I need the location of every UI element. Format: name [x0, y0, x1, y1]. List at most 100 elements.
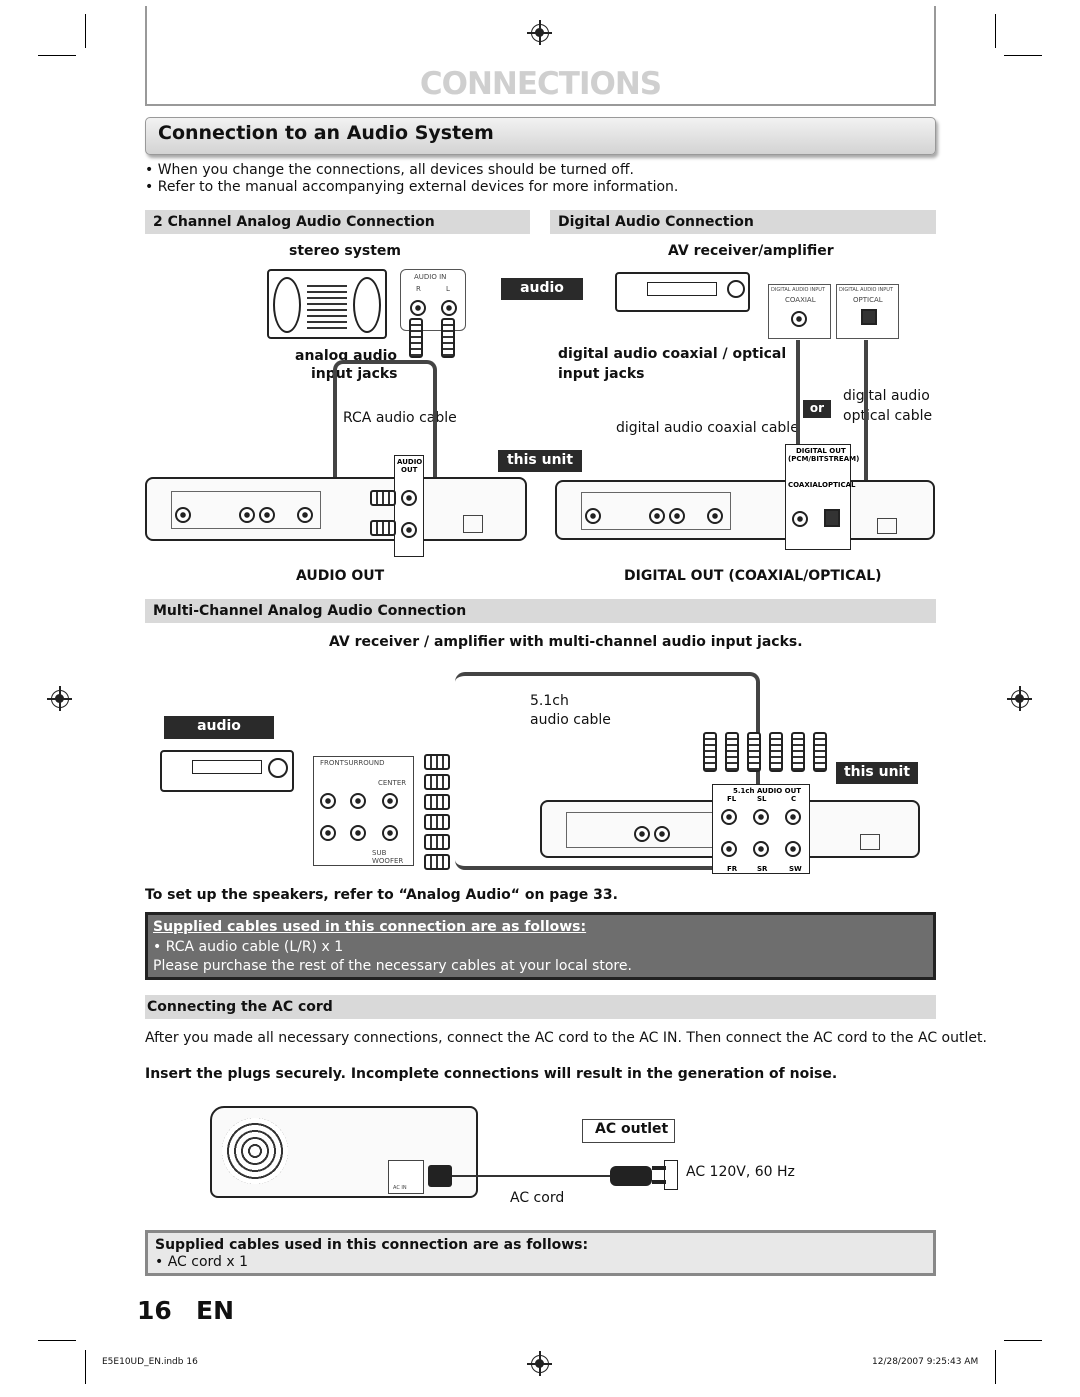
jack-icon: [401, 490, 417, 506]
rca-plug-icon: [703, 732, 717, 772]
digital-input-label: digital audio coaxial / optical: [558, 346, 787, 362]
out-title: 5.1ch AUDIO OUT: [733, 787, 802, 795]
ac-heading: Connecting the AC cord: [147, 999, 333, 1015]
this-unit-rear-panel: [555, 480, 935, 540]
bullet-item: • Refer to the manual accompanying exter…: [145, 179, 679, 195]
jack-icon: [175, 507, 191, 523]
crop-mark: [38, 55, 76, 56]
rca-plug-icon: [725, 732, 739, 772]
section-title: Connection to an Audio System: [158, 122, 494, 144]
ac-in-socket-icon: [877, 518, 897, 534]
optical-cable-label: optical cable: [843, 408, 933, 424]
jack-icon: [320, 825, 336, 841]
ac-outlet-box: [582, 1119, 675, 1143]
footer-file: E5E10UD_EN.indb 16: [102, 1357, 198, 1367]
digital-out-label: DIGITAL OUT (COAXIAL/OPTICAL): [624, 568, 882, 584]
multich-out-panel: 5.1ch AUDIO OUT FL SL C FR SR SW: [712, 784, 810, 874]
outlet-icon: [664, 1160, 678, 1190]
rca-plug-icon: [791, 732, 805, 772]
jack-icon: [785, 809, 801, 825]
audio-out-label: AUDIO OUT: [296, 568, 385, 584]
header-frame: [145, 6, 936, 106]
coaxial-input-panel: DIGITAL AUDIO INPUT COAXIAL: [768, 284, 831, 339]
speaker-setup-note: To set up the speakers, refer to “Analog…: [145, 887, 618, 903]
multich-input-panel: FRONT SURROUND CENTER SUB WOOFER: [313, 756, 414, 866]
jack-icon: [753, 809, 769, 825]
registration-mark-icon: [47, 686, 72, 711]
jack-icon: [401, 522, 417, 538]
rca-plug-icon: [424, 774, 450, 790]
rca-plug-icon: [769, 732, 783, 772]
supplied-cables-heading: Supplied cables used in this connection …: [155, 1237, 589, 1253]
av-receiver-label: AV receiver/amplifier: [668, 243, 834, 259]
fl-label: FL: [727, 795, 737, 803]
section-title-bar: [145, 117, 936, 155]
digital-input-label: input jacks: [558, 366, 645, 382]
jack-icon: [382, 793, 398, 809]
optical-input-panel: DIGITAL AUDIO INPUT OPTICAL: [836, 284, 899, 339]
bullet-item: • When you change the connections, all d…: [145, 162, 634, 178]
jack-icon: [350, 793, 366, 809]
supplied-cable-item: • AC cord x 1: [155, 1254, 249, 1270]
jack-icon: [441, 300, 457, 316]
jack-icon: [654, 826, 670, 842]
coaxial-jack-label: COAXIAL: [788, 481, 823, 489]
multich-subtitle: AV receiver / amplifier with multi-chann…: [329, 634, 803, 650]
multich-heading: Multi-Channel Analog Audio Connection: [153, 603, 467, 619]
audio-label: AUDIO: [397, 458, 423, 466]
jack-icon: [297, 507, 313, 523]
jack-icon: [382, 825, 398, 841]
crop-mark: [38, 1340, 76, 1341]
pcm-label: (PCM/BITSTREAM): [788, 455, 860, 463]
supplied-cables-box: [145, 912, 936, 980]
page-title: CONNECTIONS: [419, 66, 662, 102]
rca-plug-icon: [370, 520, 396, 536]
rca-plug-icon: [370, 490, 396, 506]
jack-icon: [785, 841, 801, 857]
jack-icon: [350, 825, 366, 841]
digital-out-label: DIGITAL OUT: [796, 447, 846, 455]
multich-heading-bar: [145, 599, 936, 623]
optical-jack-icon: [861, 309, 877, 325]
digital-out-panel: DIGITAL OUT (PCM/BITSTREAM) COAXIAL OPTI…: [785, 444, 859, 550]
jack-icon: [721, 841, 737, 857]
rca-plug-icon: [409, 318, 423, 358]
ac-cord-icon: [452, 1175, 610, 1177]
this-unit-badge: this unit: [498, 450, 582, 472]
jack-icon: [585, 508, 601, 524]
footer-timestamp: 12/28/2007 9:25:43 AM: [872, 1357, 979, 1367]
supplied-cables-box: [145, 1230, 936, 1276]
sl-label: SL: [757, 795, 767, 803]
analog-heading-bar: [145, 210, 530, 234]
crop-mark: [1004, 55, 1042, 56]
rca-plug-icon: [747, 732, 761, 772]
crop-mark: [995, 14, 996, 48]
analog-heading: 2 Channel Analog Audio Connection: [153, 214, 435, 230]
l-label: L: [446, 285, 450, 293]
ac-in-socket-icon: [860, 834, 880, 850]
jack-icon: [753, 841, 769, 857]
audio-in-panel: AUDIO IN R L: [400, 269, 466, 331]
surround-label: SURROUND: [344, 759, 385, 767]
rca-plug-icon: [424, 814, 450, 830]
sub-woofer-label: SUB WOOFER: [372, 849, 404, 865]
jack-icon: [410, 300, 426, 316]
rca-cable-label: RCA audio cable: [343, 410, 457, 426]
optical-jack-icon: [824, 509, 840, 527]
crop-mark: [995, 1350, 996, 1384]
ac-in-socket-icon: AC IN: [388, 1160, 424, 1194]
jack-icon: [634, 826, 650, 842]
ac-heading-bar: [145, 995, 936, 1019]
multich-cable-label: audio cable: [530, 712, 611, 728]
jack-icon: [239, 507, 255, 523]
audio-in-label: AUDIO IN: [414, 273, 447, 281]
ac-warning: Insert the plugs securely. Incomplete co…: [145, 1066, 838, 1082]
digital-audio-input-label: DIGITAL AUDIO INPUT: [771, 287, 826, 293]
jack-icon: [320, 793, 336, 809]
sr-label: SR: [757, 865, 768, 873]
optical-cable-icon: [864, 340, 868, 510]
rca-plug-icon: [424, 794, 450, 810]
ac-in-label: AC IN: [393, 1185, 407, 1191]
this-unit-side-icon: AC IN: [210, 1106, 478, 1198]
jack-icon: [669, 508, 685, 524]
